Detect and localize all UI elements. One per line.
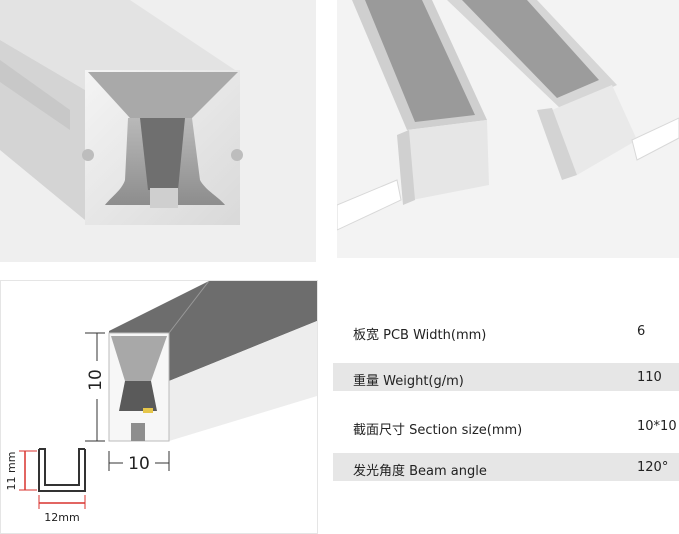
spec-value: 6 [637, 324, 646, 339]
spec-value: 10*10 [637, 419, 677, 434]
product-endcap-image [337, 0, 679, 258]
profile-width-label: 10 [128, 454, 150, 474]
spec-label: 板宽 PCB Width(mm) [353, 328, 487, 343]
spec-row-pcb-width: 板宽 PCB Width(mm) 6 [333, 317, 679, 345]
spec-row-section-size: 截面尺寸 Section size(mm) 10*10 [333, 412, 679, 440]
spec-row-weight: 重量 Weight(g/m) 110 [333, 363, 679, 391]
section-height-label: 11 mm [5, 452, 18, 491]
profile-height-label: 10 [86, 369, 106, 391]
spec-row-beam-angle: 发光角度 Beam angle 120° [333, 453, 679, 481]
cross-section-outline [38, 448, 86, 492]
spec-label: 重量 Weight(g/m) [353, 374, 464, 389]
profile-dimension-diagram: 10 10 11 mm 12mm [5, 281, 317, 524]
led-profile-closeup-render [0, 0, 316, 262]
spec-label: 截面尺寸 Section size(mm) [353, 423, 523, 438]
spec-label: 发光角度 Beam angle [353, 464, 487, 479]
profile-side-face [169, 321, 317, 441]
product-closeup-image [0, 0, 316, 262]
spec-value: 110 [637, 370, 662, 385]
section-width-label: 12mm [44, 511, 79, 524]
dimension-drawing: 10 10 11 mm 12mm [0, 280, 318, 534]
led-strips-endcap-render [337, 0, 679, 258]
spec-value: 120° [637, 460, 669, 475]
